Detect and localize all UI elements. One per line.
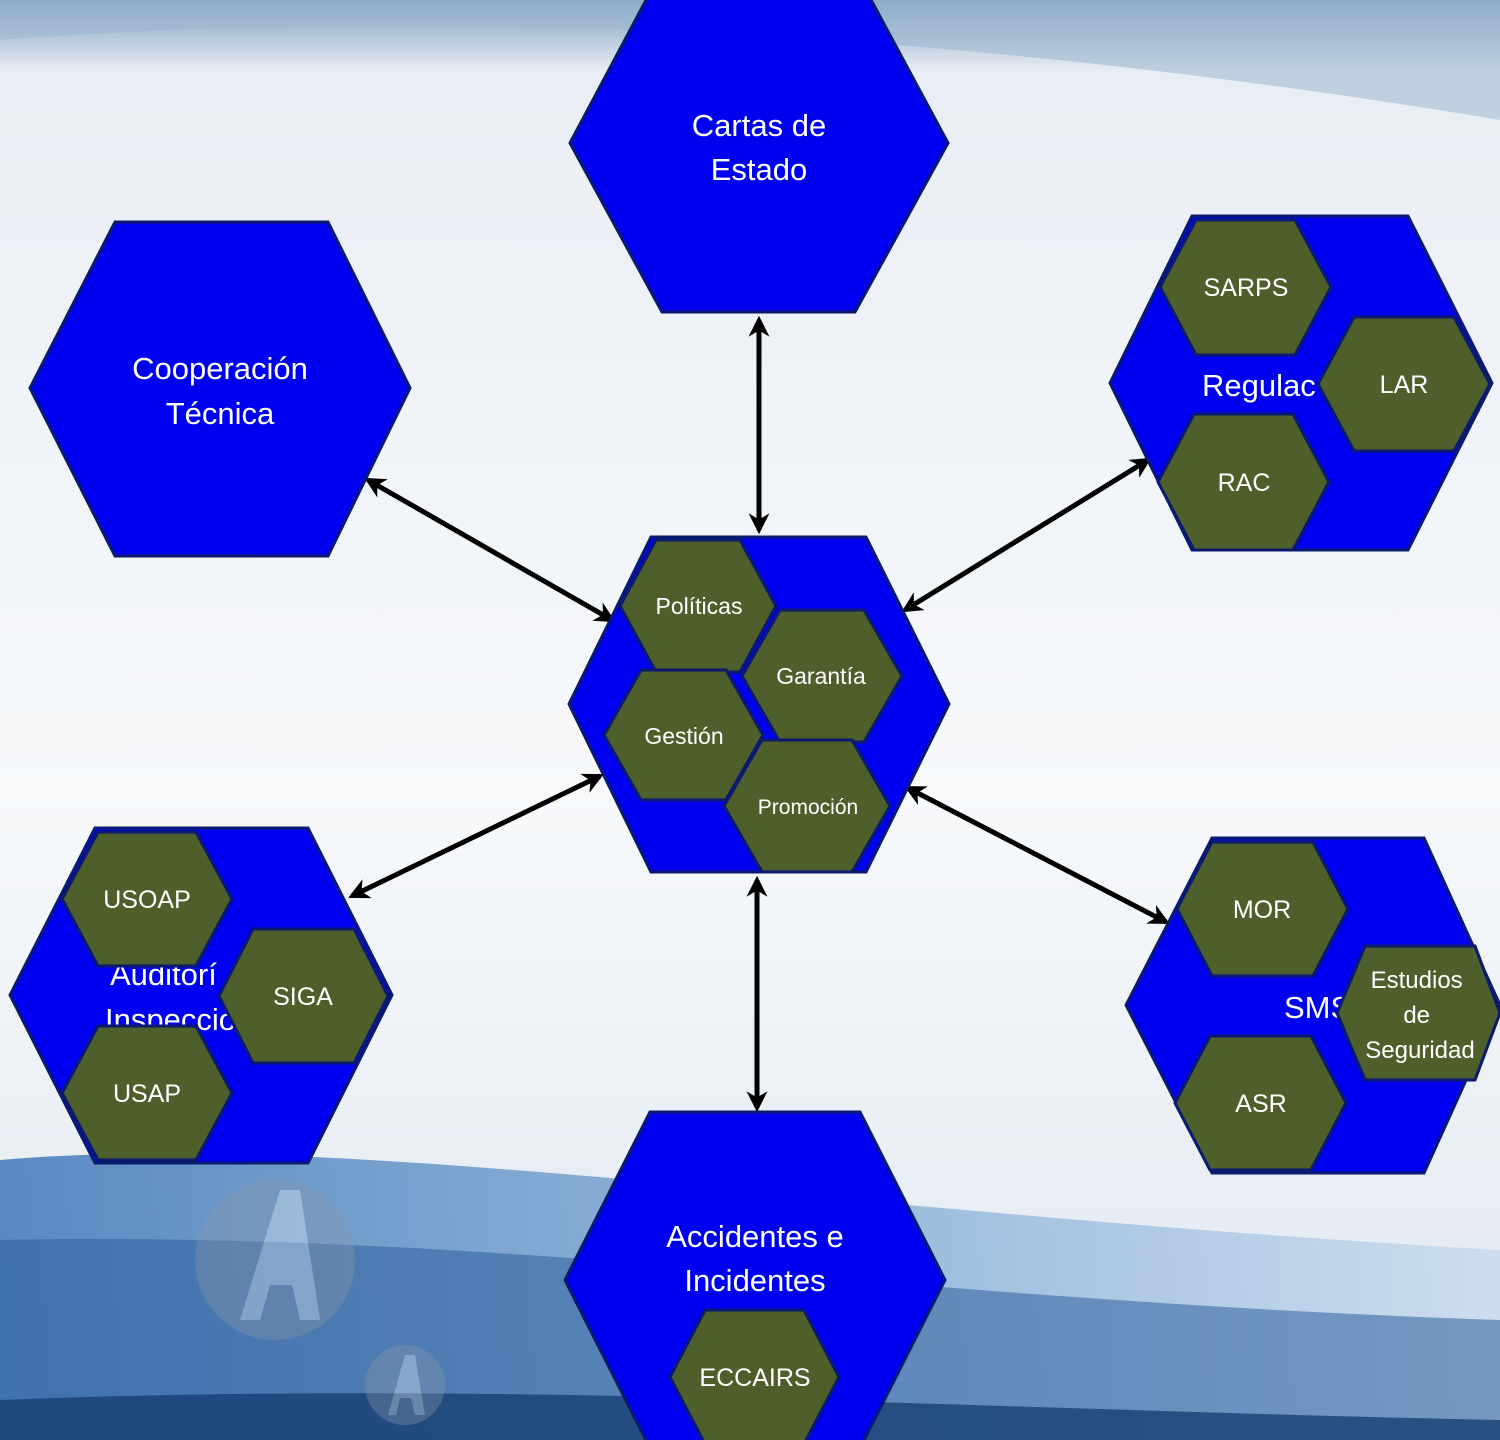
siga-hex [217, 927, 390, 1065]
eccairs-label: ECCAIRS [699, 1364, 810, 1392]
eccairs-hex [668, 1308, 841, 1440]
cooperacion-label-1: Cooperación [132, 351, 308, 386]
accidentes-hex [563, 1110, 947, 1440]
sub-hexagons [60, 218, 1500, 1440]
cooperacion-hex [28, 220, 412, 558]
garantia-label: Garantía [776, 663, 866, 689]
connectors [348, 315, 1170, 1113]
rac-hex [1156, 412, 1331, 552]
usoap-hex [60, 830, 234, 968]
arrow-regulacion [901, 457, 1152, 613]
cartas-hex [568, 0, 950, 314]
lar-hex [1316, 315, 1492, 453]
arrow-cooperacion [364, 477, 616, 623]
mor-label: MOR [1233, 896, 1291, 924]
estudios-hex [1335, 944, 1500, 1082]
rac-label: RAC [1218, 469, 1271, 497]
siga-label: SIGA [273, 983, 333, 1011]
arrow-sms [904, 785, 1170, 925]
usap-hex [60, 1024, 234, 1162]
cartas-label-1: Cartas de [692, 108, 826, 143]
politicas-label: Políticas [656, 593, 743, 619]
asr-label: ASR [1235, 1090, 1286, 1118]
accidentes-label-2: Incidentes [684, 1263, 825, 1298]
arrow-auditoria [348, 773, 604, 899]
accidentes-label-1: Accidentes e [666, 1219, 844, 1254]
watermark-logo-icon [195, 1180, 445, 1425]
usoap-label: USOAP [103, 886, 191, 914]
gestion-hex [602, 668, 765, 802]
asr-hex [1173, 1034, 1348, 1172]
cooperacion-label-2: Técnica [166, 396, 275, 431]
gestion-label: Gestión [644, 723, 723, 749]
regulacion-label: Regulac [1202, 368, 1316, 403]
promocion-label: Promoción [758, 796, 858, 819]
sarps-hex [1158, 218, 1333, 357]
cartas-label-2: Estado [711, 152, 808, 187]
sarps-label: SARPS [1204, 274, 1289, 302]
mor-hex [1175, 840, 1350, 978]
promocion-hex [722, 738, 892, 874]
lar-label: LAR [1380, 371, 1429, 399]
estudios-label: Estudios de Seguridad [1365, 967, 1474, 1064]
usap-label: USAP [113, 1080, 181, 1108]
sub-labels: Políticas Garantía Gestión Promoción SAR… [103, 274, 1474, 1392]
